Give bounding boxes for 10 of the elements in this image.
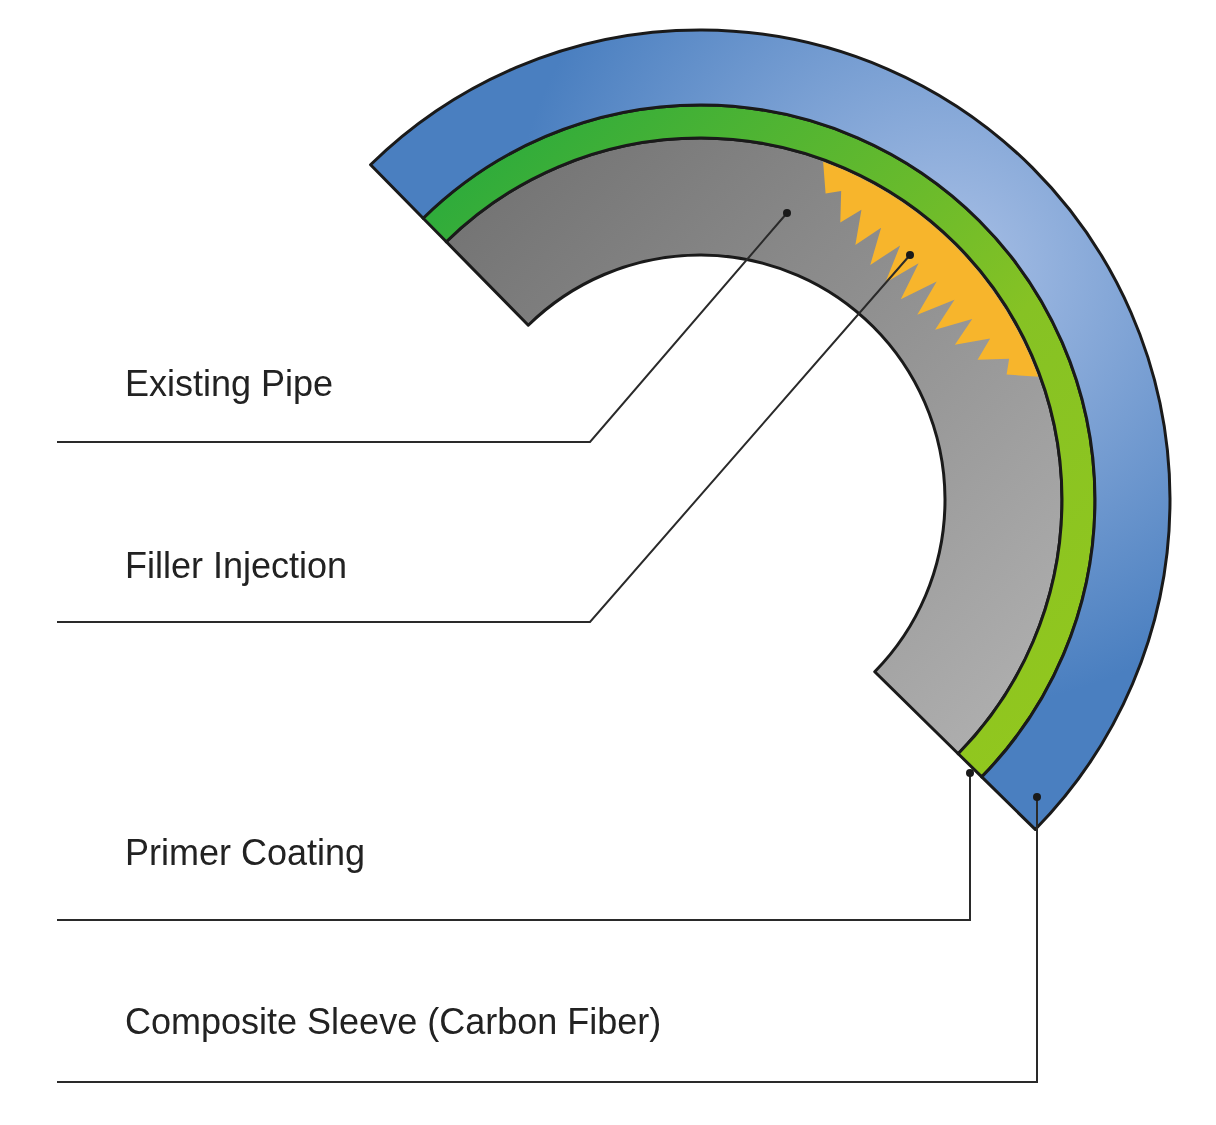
sleeve-band [369, 28, 1172, 831]
filler-burst [823, 161, 1039, 377]
leader-line [56, 769, 974, 921]
leader-line [56, 251, 914, 623]
part-label: Filler Injection [125, 544, 348, 588]
part-label: Composite Sleeve (Carbon Fiber) [125, 1000, 662, 1044]
leader-line [56, 209, 791, 443]
part-label: Primer Coating [125, 831, 366, 875]
part-label: Existing Pipe [125, 362, 334, 406]
leader-line [56, 793, 1041, 1083]
